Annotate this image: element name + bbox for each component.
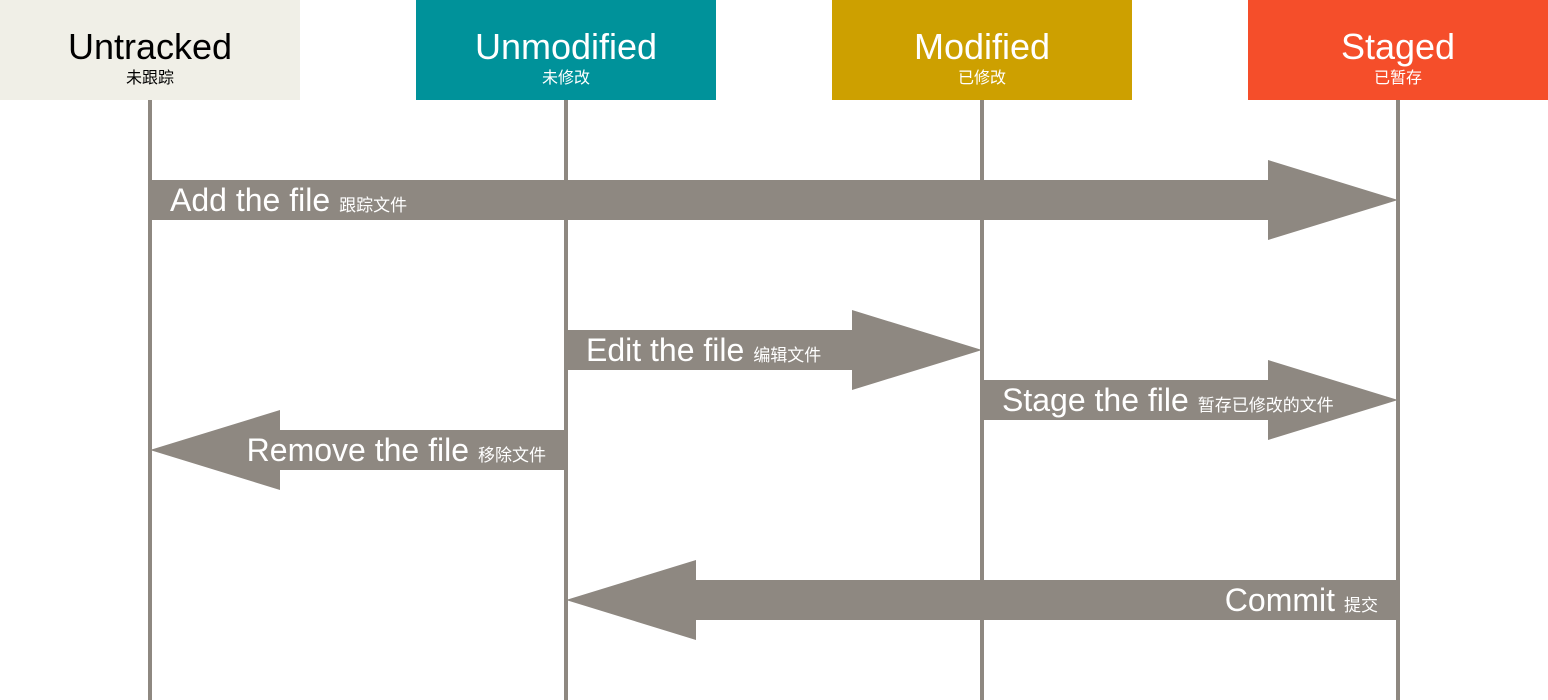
arrow-commit bbox=[566, 560, 1398, 640]
lifeline-unmodified bbox=[564, 100, 568, 700]
lane-header-unmodified: Unmodified 未修改 bbox=[416, 0, 716, 100]
lane-header-modified: Modified 已修改 bbox=[832, 0, 1132, 100]
lane-header-staged: Staged 已暂存 bbox=[1248, 0, 1548, 100]
arrow-remove-the-file bbox=[150, 410, 566, 490]
label-commit-cn: 提交 bbox=[1344, 596, 1378, 616]
lane-title-unmodified: Unmodified bbox=[474, 26, 658, 67]
label-edit-the-file: Edit the file 编辑文件 bbox=[586, 330, 821, 370]
label-remove-the-file: Remove the file 移除文件 bbox=[247, 430, 546, 470]
label-stage-main: Stage the file bbox=[1002, 382, 1189, 418]
lane-subtitle-unmodified: 未修改 bbox=[541, 68, 590, 87]
label-edit-main: Edit the file bbox=[586, 332, 745, 368]
label-stage-cn: 暂存已修改的文件 bbox=[1197, 396, 1334, 416]
lane-title-modified: Modified bbox=[913, 26, 1051, 67]
arrow-stage-the-file bbox=[982, 360, 1398, 440]
label-commit-main: Commit bbox=[1224, 582, 1335, 618]
label-commit: Commit 提交 bbox=[1225, 580, 1378, 620]
lane-subtitle-modified: 已修改 bbox=[957, 68, 1006, 87]
lifeline-untracked bbox=[148, 100, 152, 700]
lane-subtitle-staged: 已暂存 bbox=[1373, 68, 1422, 87]
label-edit-cn: 编辑文件 bbox=[753, 346, 822, 366]
label-stage-the-file: Stage the file 暂存已修改的文件 bbox=[1002, 380, 1334, 420]
lane-title-staged: Staged bbox=[1340, 26, 1456, 67]
label-add-main: Add the file bbox=[170, 182, 331, 218]
label-remove-main: Remove the file bbox=[246, 432, 469, 468]
label-add-cn: 跟踪文件 bbox=[339, 196, 408, 216]
lane-header-untracked: Untracked 未跟踪 bbox=[0, 0, 300, 100]
arrow-edit-the-file bbox=[566, 310, 982, 390]
label-add-the-file: Add the file 跟踪文件 bbox=[170, 180, 407, 220]
label-remove-cn: 移除文件 bbox=[478, 446, 546, 466]
lane-title-untracked: Untracked bbox=[67, 26, 233, 67]
lane-subtitle-untracked: 未跟踪 bbox=[125, 68, 174, 87]
arrow-add-the-file bbox=[150, 160, 1398, 240]
